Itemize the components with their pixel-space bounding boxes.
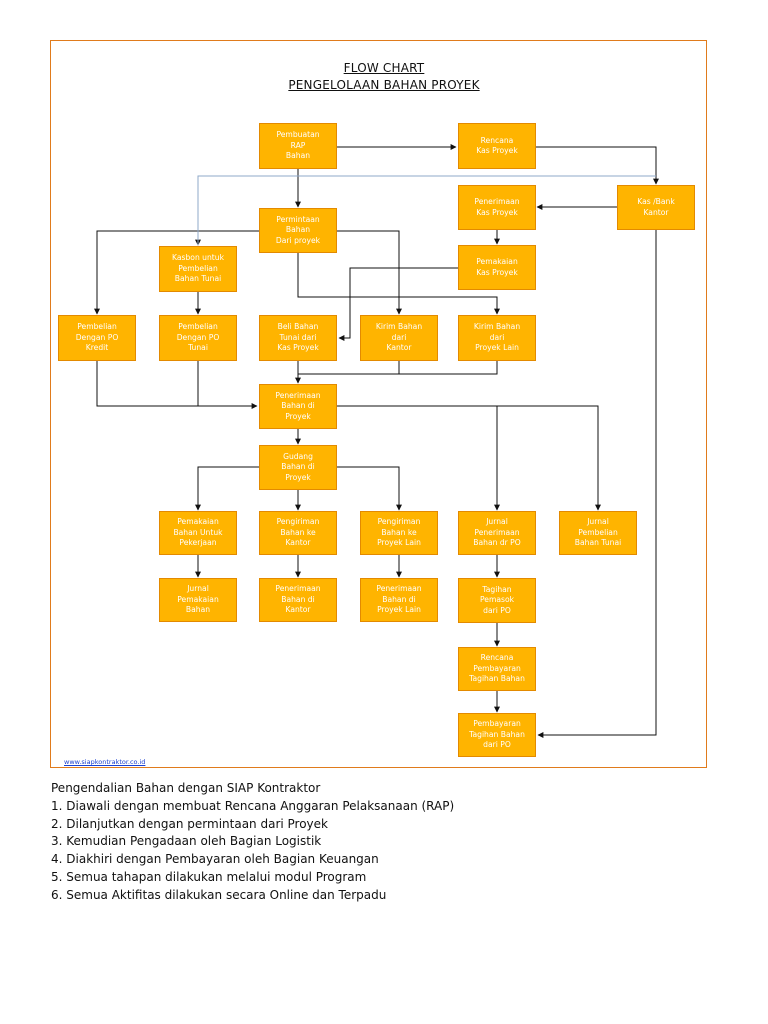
notes-heading: Pengendalian Bahan dengan SIAP Kontrakto… (51, 781, 321, 795)
node-po-kredit: Pembelian Dengan PO Kredit (58, 315, 136, 361)
node-pemakaian-kas: Pemakaian Kas Proyek (458, 245, 536, 290)
node-pengiriman-kantor: Pengiriman Bahan ke Kantor (259, 511, 337, 555)
connector-penerimaan-jurnal-tunai (497, 405, 601, 511)
connector-permintaan-kasbon (195, 230, 259, 246)
node-penerimaan-kantor: Penerimaan Bahan di Kantor (259, 578, 337, 622)
connector-kirim-kantor-penerimaan (298, 361, 400, 375)
connector-po-kredit-penerimaan (96, 361, 258, 409)
flowchart-subtitle: PENGELOLAAN BAHAN PROYEK (288, 78, 480, 92)
connector-rap-kasbon-light (197, 175, 656, 245)
connector-kirim-proyek-lain-penerimaan (399, 361, 498, 375)
notes-item: 5. Semua tahapan dilakukan melalui modul… (51, 869, 367, 884)
node-rencana-kas: Rencana Kas Proyek (458, 123, 536, 169)
node-pemakaian-pekerjaan: Pemakaian Bahan Untuk Pekerjaan (159, 511, 237, 555)
node-gudang: Gudang Bahan di Proyek (259, 445, 337, 490)
node-pengiriman-proyek-lain: Pengiriman Bahan ke Proyek Lain (360, 511, 438, 555)
node-po-tunai: Pembelian Dengan PO Tunai (159, 315, 237, 361)
connector-rencana-kas-bank (536, 146, 659, 185)
notes-item: 2. Dilanjutkan dengan permintaan dari Pr… (51, 816, 328, 831)
connector-permintaan-kirim-proyek-lain (297, 253, 500, 315)
notes-item: 3. Kemudian Pengadaan oleh Bagian Logist… (51, 834, 322, 849)
notes-item: 1. Diawali dengan membuat Rencana Anggar… (51, 798, 455, 813)
connector-penerimaan-jurnal-po (337, 405, 500, 511)
node-kirim-proyek-lain: Kirim Bahan dari Proyek Lain (458, 315, 536, 361)
node-pembayaran: Pembayaran Tagihan Bahan dari PO (458, 713, 536, 757)
node-penerimaan-proyek-lain: Penerimaan Bahan di Proyek Lain (360, 578, 438, 622)
node-kasbon: Kasbon untuk Pembelian Bahan Tunai (159, 246, 237, 292)
node-tagihan: Tagihan Pemasok dari PO (458, 578, 536, 623)
node-penerimaan-proyek: Penerimaan Bahan di Proyek (259, 384, 337, 429)
node-rencana-bayar: Rencana Pembayaran Tagihan Bahan (458, 647, 536, 691)
connector-gudang-pemakaian (195, 466, 259, 511)
website-link[interactable]: www.siapkontraktor.co.id (64, 758, 146, 766)
connector-pemakaian-beli-tunai (338, 267, 458, 341)
node-kirim-kantor: Kirim Bahan dari Kantor (360, 315, 438, 361)
notes-list: Pengendalian Bahan dengan SIAP Kontrakto… (51, 780, 454, 905)
node-permintaan: Permintaan Bahan Dari proyek (259, 208, 337, 253)
node-jurnal-tunai: Jurnal Pembelian Bahan Tunai (559, 511, 637, 555)
node-jurnal-penerimaan-po: Jurnal Penerimaan Bahan dr PO (458, 511, 536, 555)
flowchart-frame (50, 40, 707, 768)
node-kas-bank: Kas /Bank Kantor (617, 185, 695, 230)
connector-gudang-pengiriman-proyek-lain (337, 466, 402, 511)
notes-item: 6. Semua Aktifitas dilakukan secara Onli… (51, 887, 387, 902)
node-beli-tunai: Beli Bahan Tunai dari Kas Proyek (259, 315, 337, 361)
node-penerimaan-kas: Penerimaan Kas Proyek (458, 185, 536, 230)
connector-bank-pembayaran (537, 230, 657, 738)
node-jurnal-pemakaian: Jurnal Pemakaian Bahan (159, 578, 237, 622)
notes-item: 4. Diakhiri dengan Pembayaran oleh Bagia… (51, 852, 379, 867)
flowchart-title: FLOW CHART (343, 61, 425, 75)
connector-permintaan-kirim-kantor (337, 230, 402, 315)
node-rap: Pembuatan RAP Bahan (259, 123, 337, 169)
